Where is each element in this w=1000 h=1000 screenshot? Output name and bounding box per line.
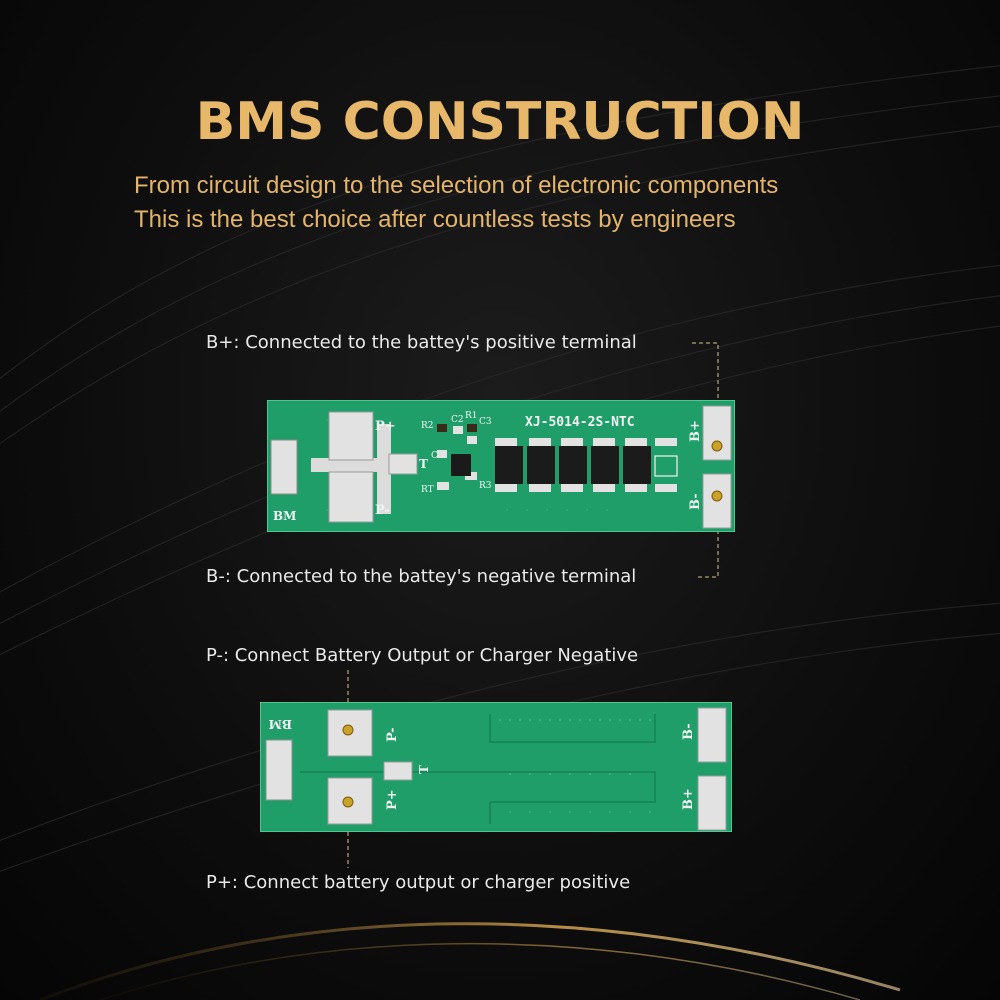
callout-b-minus: B-: Connected to the battey's negative t… xyxy=(206,566,637,587)
subtitle-line-1: From circuit design to the selection of … xyxy=(134,172,779,199)
pad-p-plus-label-back: P+ xyxy=(385,789,400,810)
pad-b-minus-label-front: B- xyxy=(688,493,703,510)
pad-b-minus-back xyxy=(697,707,727,763)
page-title: BMS CONSTRUCTION xyxy=(195,92,805,152)
pad-t-label-back: T xyxy=(417,765,431,774)
pad-p-minus-label-back: P- xyxy=(385,728,400,742)
pad-bm-back xyxy=(265,739,293,801)
comp-r1: R1 xyxy=(465,411,478,421)
pad-t-front xyxy=(388,453,418,475)
callout-p-minus: P-: Connect Battery Output or Charger Ne… xyxy=(206,645,639,666)
pcb-back: BM P- P+ T B- B+ xyxy=(260,702,732,832)
comp-rt: RT xyxy=(421,485,434,495)
pad-bm-front xyxy=(270,439,298,495)
pad-bm-label-back: BM xyxy=(269,717,292,731)
pad-b-plus-front xyxy=(702,405,732,461)
board-model: XJ-5014-2S-NTC xyxy=(525,415,635,430)
mosfet-row xyxy=(495,438,651,492)
comp-c2: C2 xyxy=(451,415,464,425)
comp-r3: R3 xyxy=(479,481,492,491)
pad-b-minus-label-back: B- xyxy=(681,723,696,740)
callout-b-plus: B+: Connected to the battey's positive t… xyxy=(206,332,637,353)
pcb-front: BM P+ P- T R2 C2 R1 C3 C1 RT R3 XJ-5014-… xyxy=(267,400,735,532)
pad-b-plus-label-back: B+ xyxy=(681,788,696,810)
pad-t-back xyxy=(383,761,413,781)
callout-p-plus: P+: Connect battery output or charger po… xyxy=(206,872,631,893)
subtitle-line-2: This is the best choice after countless … xyxy=(134,206,736,233)
pad-p-plus-front xyxy=(328,411,374,461)
pad-p-minus-front xyxy=(328,471,374,523)
comp-r2: R2 xyxy=(421,421,434,431)
pad-p-plus-label-front: P+ xyxy=(375,419,396,434)
pad-p-minus-label-front: P- xyxy=(375,503,389,518)
pad-bm-label-front: BM xyxy=(273,509,296,523)
comp-c3: C3 xyxy=(479,417,492,427)
pad-b-plus-back xyxy=(697,775,727,831)
ic-controller xyxy=(451,454,471,476)
pad-b-plus-label-front: B+ xyxy=(688,420,703,442)
pad-t-label-front: T xyxy=(419,457,428,471)
